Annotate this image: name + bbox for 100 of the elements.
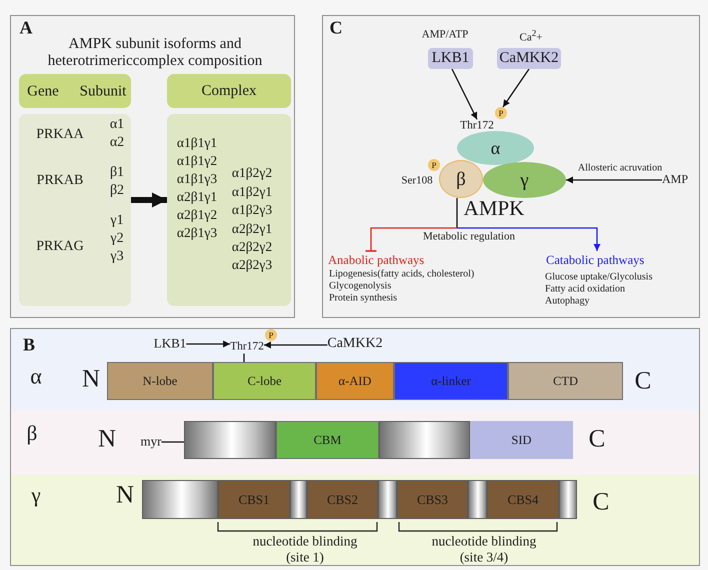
domain-segment: CBS4 (487, 480, 559, 519)
subunit-name: γ2 (110, 230, 124, 248)
pathway-heading: Catabolic pathways (546, 252, 644, 268)
domain-segment: C-lobe (213, 362, 316, 400)
pathway-item: Autophagy (545, 295, 590, 307)
arrow (457, 227, 600, 251)
arrow (502, 68, 530, 108)
panel (322, 15, 700, 318)
arrow (186, 340, 230, 348)
complex-name: α2β2γ2 (232, 239, 272, 255)
arrow (451, 68, 478, 120)
row-band (11, 329, 699, 410)
subunit-label: β (26, 420, 38, 446)
pathway-item: Fatty acid oxidation (545, 283, 625, 295)
regulator-label: AMP/ATP (422, 28, 468, 42)
bracket-label: nucleotide blinding (site 3/4) (430, 533, 538, 565)
subunit-ellipse: γ (483, 162, 566, 198)
list-panel (167, 114, 291, 306)
complex-name: α1β1γ1 (176, 135, 218, 151)
residue-label: Thr172 (230, 340, 264, 354)
arrow (566, 176, 662, 184)
residue-label: Ser108 (401, 174, 433, 188)
complex-name: α1β2γ3 (232, 202, 272, 218)
panel (10, 15, 295, 318)
domain-segment: α-linker (394, 362, 508, 400)
complex-name: α1β2γ1 (232, 184, 272, 200)
subunit-ellipse: β (439, 160, 483, 198)
domain-segment: CBS2 (307, 480, 378, 519)
pathway-item: Lipogenesis(fatty acids, cholesterol) (329, 268, 474, 280)
cylinder-segment (559, 480, 577, 519)
residue-label: Thr172 (460, 119, 494, 133)
kinase-box: LKB1 (428, 48, 473, 69)
subunit-name: γ1 (110, 212, 124, 230)
arrow (131, 192, 167, 208)
domain-segment: CTD (508, 362, 623, 400)
leader-line (161, 441, 184, 443)
phosphate-circle: P (428, 159, 440, 171)
cylinder-segment (378, 480, 397, 519)
terminus-label: C (592, 488, 610, 518)
kinase-label: LKB1 (154, 336, 186, 352)
gene-name: PRKAA (36, 126, 84, 144)
complex-name: α1β2γ2 (232, 165, 272, 181)
pathway-item: Glycogenolysis (329, 280, 392, 292)
domain-segment: N-lobe (107, 362, 213, 400)
terminus-label: C (588, 426, 606, 454)
domain-segment: SID (470, 421, 573, 459)
subunit-label: α (30, 363, 42, 389)
cylinder-segment (468, 480, 487, 519)
complex-name: α2β2γ3 (232, 257, 272, 273)
branch-label: Metabolic regulation (423, 230, 515, 244)
panel-letter: C (330, 18, 342, 38)
subunit-name: α1 (110, 116, 124, 134)
subunit-ellipse: α (457, 131, 534, 165)
connector-line (456, 198, 458, 228)
domain-segment: α-AID (316, 362, 394, 400)
cylinder-segment (379, 421, 470, 459)
complex-name: α2β1γ3 (176, 225, 218, 241)
subunit-name: β2 (110, 182, 124, 200)
edge-label: Allosteric acruvation (576, 162, 664, 174)
terminus-label: C (634, 368, 652, 396)
terminus-label: N (116, 482, 134, 510)
domain-segment: CBM (276, 421, 379, 459)
metabolite-label: AMP (662, 173, 688, 187)
column-header: Complex (167, 74, 291, 108)
subunit-name: α2 (110, 134, 124, 152)
terminus-label: N (98, 426, 116, 454)
complex-name: α2β2γ1 (232, 221, 272, 237)
leader-line (243, 354, 245, 362)
header-bar (19, 74, 131, 108)
gene-name: PRKAB (36, 172, 84, 190)
modification-label: myr (140, 434, 162, 450)
complex-label: AMPK (464, 196, 524, 220)
kinase-label: CaMKK2 (327, 336, 383, 352)
terminus-label: N (82, 366, 100, 394)
subunit-label: γ (31, 482, 41, 508)
column-header: Gene (27, 83, 59, 101)
gene-name: PRKAG (36, 238, 84, 256)
kinase-box: CaMKK2 (497, 48, 561, 69)
bracket-label: nucleotide blinding (site 1) (252, 533, 358, 565)
pathway-item: Protein synthesis (329, 292, 398, 304)
pathway-heading: Anabolic pathways (328, 252, 424, 268)
complex-name: α1β1γ3 (176, 171, 218, 187)
cylinder-segment (142, 480, 218, 519)
panel (10, 328, 700, 566)
phosphate-circle: P (265, 329, 277, 341)
domain-segment: CBS3 (397, 480, 468, 519)
cylinder-segment (290, 480, 307, 519)
complex-name: α2β1γ1 (176, 189, 218, 205)
arrow (264, 342, 328, 348)
regulator-label: Ca$^{2}$+ (519, 28, 543, 44)
column-header: Subunit (80, 83, 126, 101)
cylinder-segment (184, 421, 276, 459)
row-band (11, 475, 699, 565)
row-band (11, 410, 699, 475)
pathway-item: Glucose uptake/Glycolusis (545, 271, 652, 283)
complex-name: α2β1γ2 (176, 207, 218, 223)
subunit-name: γ3 (110, 248, 124, 266)
phosphate-circle: P (495, 107, 507, 119)
complex-name: α1β1γ2 (176, 153, 218, 169)
domain-segment: CBS1 (218, 480, 290, 519)
